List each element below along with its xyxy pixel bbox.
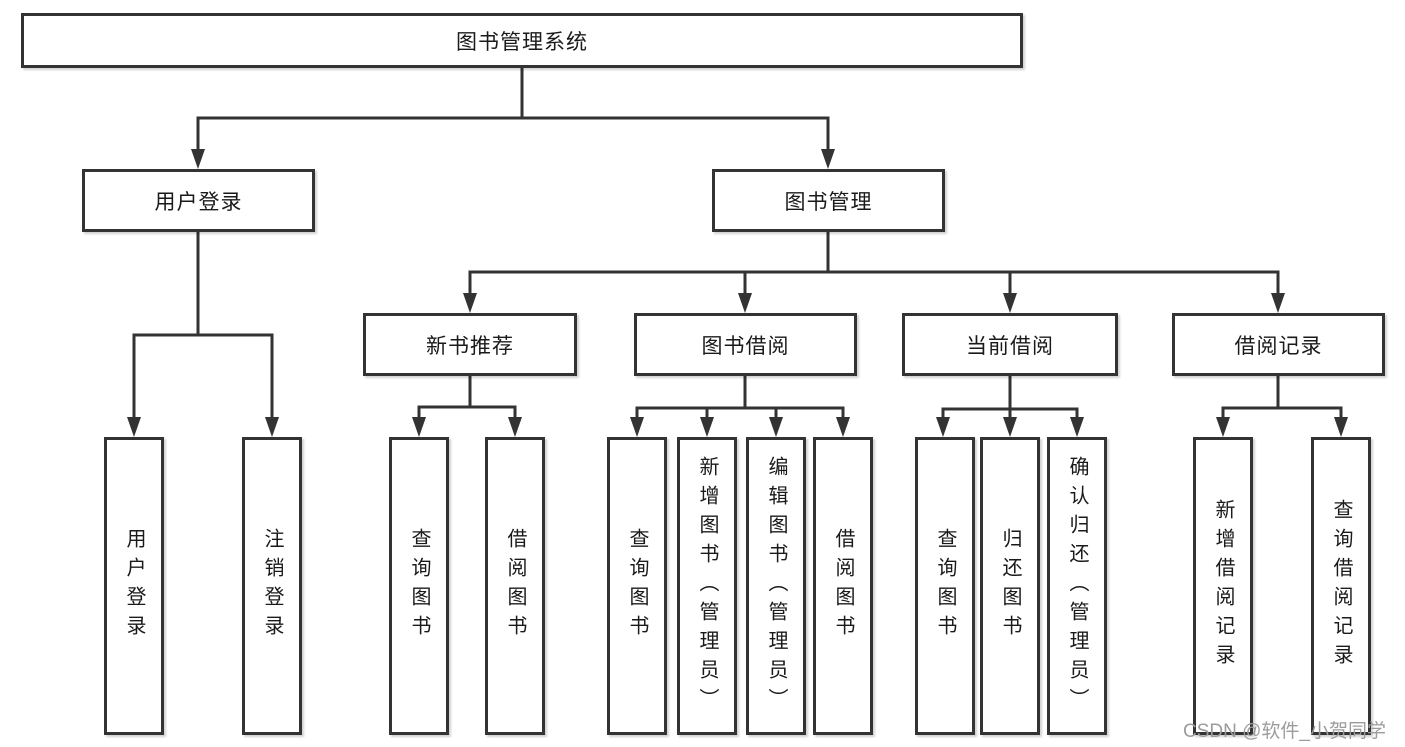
leaf-user-login: 用户登录 xyxy=(104,437,164,735)
leaf-label: 确认归还（管理员） xyxy=(1066,455,1088,717)
leaf-label: 新增借阅记录 xyxy=(1212,499,1234,673)
leaf-label: 查询借阅记录 xyxy=(1330,499,1352,673)
leaf-cb-confirm-return-admin: 确认归还（管理员） xyxy=(1047,437,1107,735)
node-new-book-recommendation: 新书推荐 xyxy=(363,313,577,376)
leaf-bb-borrow-books: 借阅图书 xyxy=(813,437,873,735)
leaf-cb-return-books: 归还图书 xyxy=(980,437,1040,735)
csdn-watermark: CSDN @软件_小贺同学 xyxy=(1183,721,1386,742)
leaf-label: 用户登录 xyxy=(123,528,145,644)
node-library-management-system: 图书管理系统 xyxy=(21,13,1023,68)
node-label: 用户登录 xyxy=(154,190,243,214)
leaf-label: 借阅图书 xyxy=(504,528,526,644)
leaf-label: 借阅图书 xyxy=(832,528,854,644)
leaf-br-add-borrow-record: 新增借阅记录 xyxy=(1193,437,1253,735)
leaf-br-query-borrow-record: 查询借阅记录 xyxy=(1311,437,1371,735)
leaf-nbr-query-books: 查询图书 xyxy=(389,437,449,735)
leaf-label: 编辑图书（管理员） xyxy=(765,455,787,717)
node-label: 当前借阅 xyxy=(966,334,1054,358)
node-label: 借阅记录 xyxy=(1234,334,1323,358)
leaf-bb-add-books-admin: 新增图书（管理员） xyxy=(677,437,737,735)
leaf-label: 查询图书 xyxy=(408,528,430,644)
leaf-bb-query-books: 查询图书 xyxy=(607,437,667,735)
leaf-cb-query-books: 查询图书 xyxy=(915,437,975,735)
leaf-label: 注销登录 xyxy=(261,528,283,644)
leaf-bb-edit-books-admin: 编辑图书（管理员） xyxy=(746,437,806,735)
node-book-borrowing: 图书借阅 xyxy=(634,313,857,376)
leaf-logout: 注销登录 xyxy=(242,437,302,735)
node-current-borrowing: 当前借阅 xyxy=(902,313,1118,376)
leaf-label: 归还图书 xyxy=(999,528,1021,644)
leaf-label: 新增图书（管理员） xyxy=(696,455,718,717)
leaf-nbr-borrow-books: 借阅图书 xyxy=(485,437,545,735)
leaf-label: 查询图书 xyxy=(626,528,648,644)
leaf-label: 查询图书 xyxy=(934,528,956,644)
node-label: 图书管理系统 xyxy=(456,30,588,54)
node-borrowing-records: 借阅记录 xyxy=(1172,313,1385,376)
node-label: 新书推荐 xyxy=(426,334,514,358)
node-label: 图书借阅 xyxy=(701,334,790,358)
node-user-login: 用户登录 xyxy=(82,169,315,232)
node-book-management: 图书管理 xyxy=(712,169,945,232)
node-label: 图书管理 xyxy=(784,190,873,214)
